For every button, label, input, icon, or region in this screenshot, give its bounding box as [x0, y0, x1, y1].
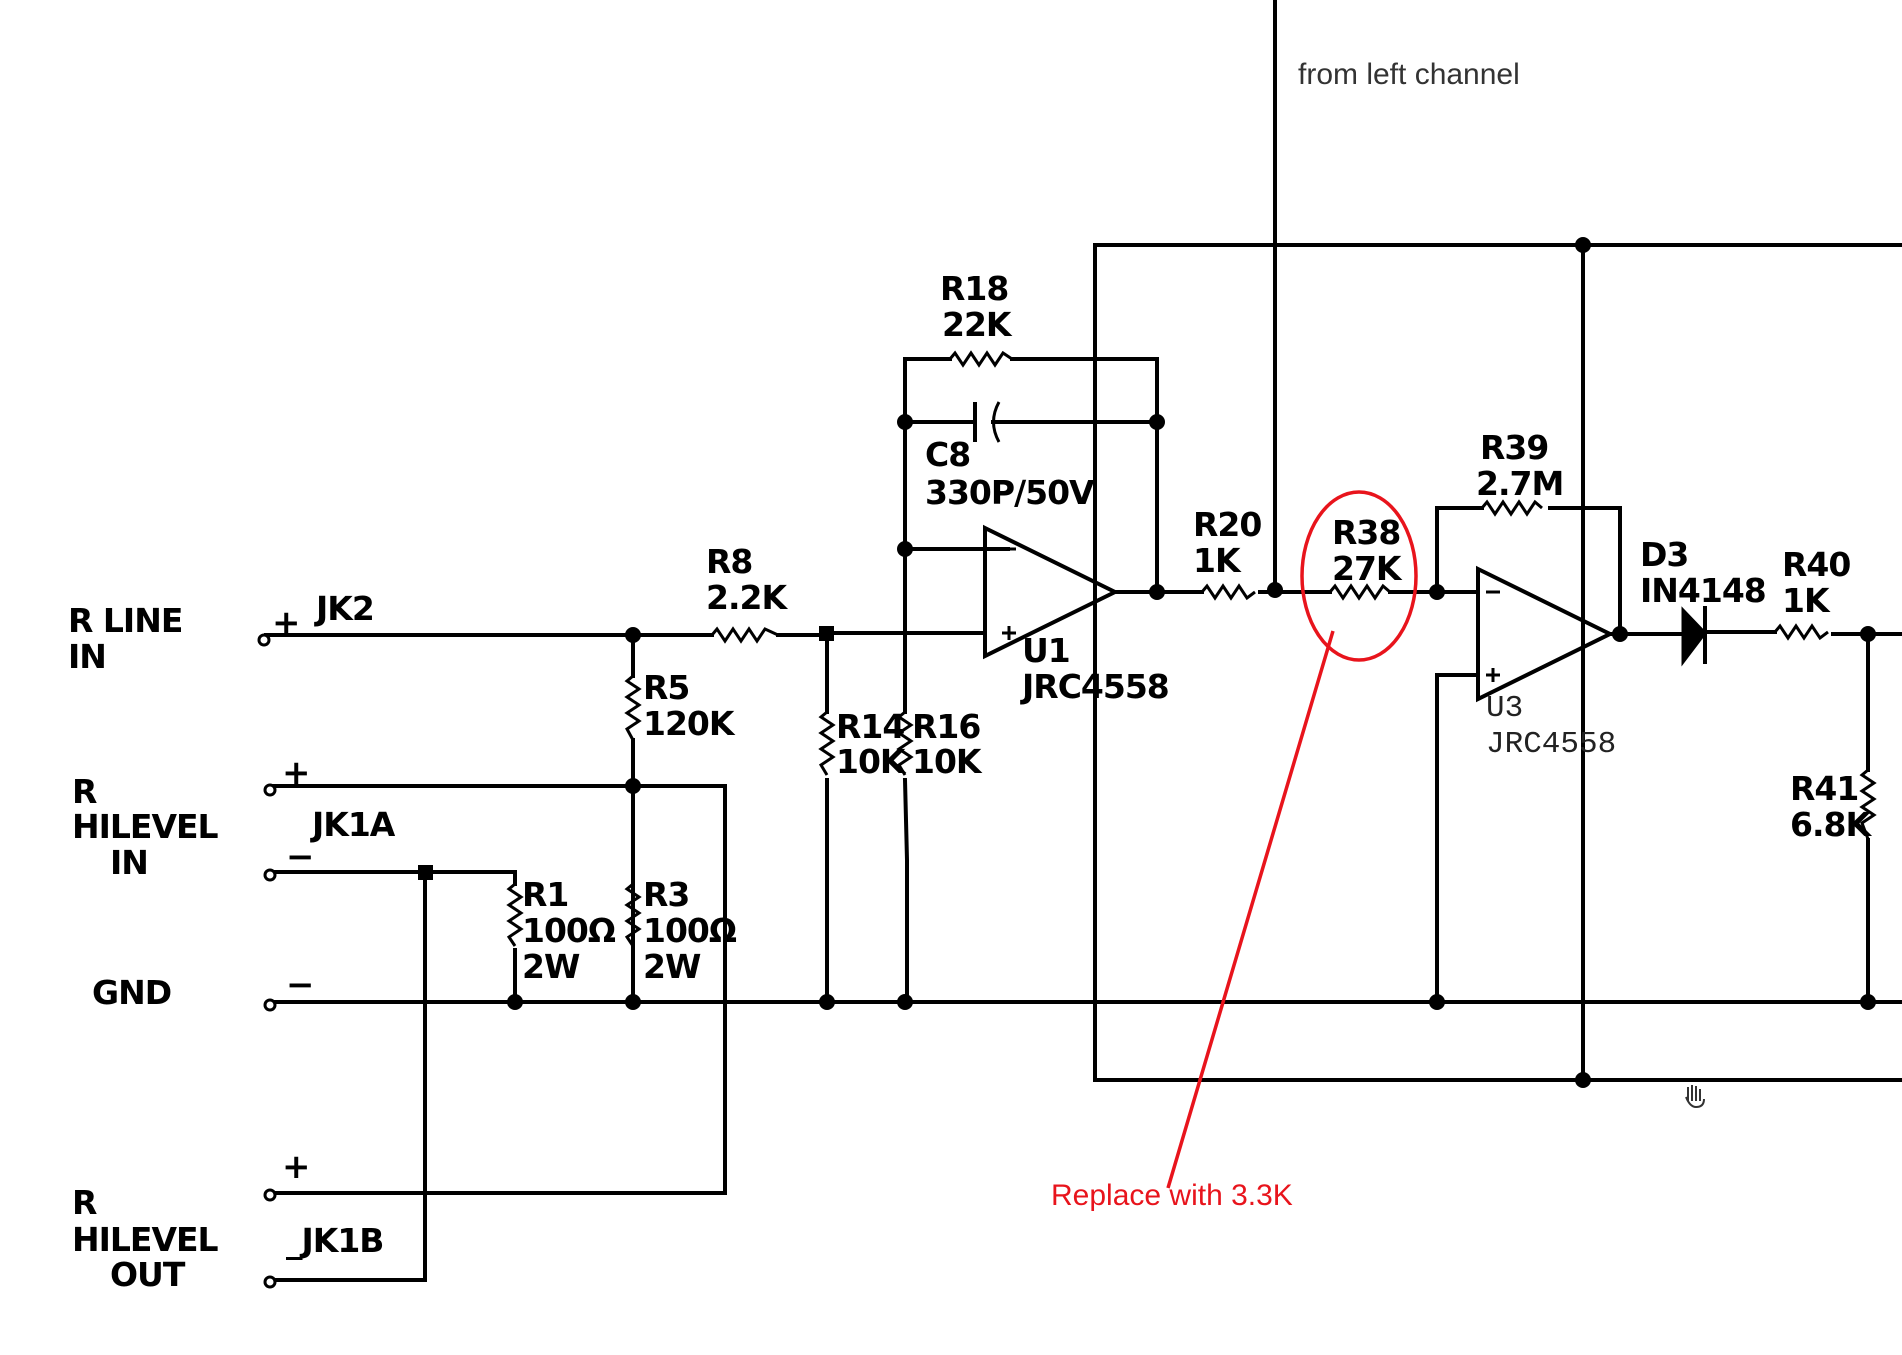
r40-ref: R40 [1782, 545, 1850, 584]
terminal-gnd [263, 998, 277, 1012]
svg-text:−: − [286, 965, 315, 1005]
r41-symbol [1859, 768, 1877, 840]
r38-value: 27K [1332, 549, 1403, 588]
markup-leader-line [1166, 630, 1335, 1189]
wire-out-minus [270, 870, 427, 1282]
label-jk2: JK2 [314, 589, 374, 628]
r20-symbol [1200, 583, 1256, 601]
r1-ref: R1 [522, 875, 568, 914]
r16-ref: R16 [912, 707, 980, 746]
r8-symbol [710, 626, 779, 644]
d3-part: IN4148 [1640, 571, 1766, 610]
markup-r38: Replace with 3.3K [1051, 490, 1418, 1212]
label-r-hilevel-in-2: HILEVEL [72, 807, 219, 846]
d3-ref: D3 [1640, 535, 1688, 574]
r5-symbol [624, 674, 642, 741]
terminal-out-minus [263, 1275, 277, 1289]
wire-frame [1093, 243, 1902, 1082]
label-r-line-in-1: R LINE [68, 601, 182, 640]
label-r-hilevel-out-1: R [72, 1183, 97, 1222]
svg-text:+: + [282, 753, 311, 793]
label-jk1b: _JK1B [286, 1221, 383, 1260]
r16-value: 10K [912, 742, 983, 781]
r38-symbol [1328, 583, 1391, 601]
wire-hilevel-minus [270, 870, 517, 886]
svg-text:−: − [286, 837, 315, 877]
r3-symbol [624, 882, 642, 947]
r1-power: 2W [522, 947, 580, 986]
r39-value: 2.7M [1476, 464, 1563, 503]
r18-symbol [948, 350, 1013, 368]
r39-symbol [1480, 499, 1543, 517]
polarity-marks: + + − − + [272, 603, 315, 1187]
label-gnd: GND [92, 973, 171, 1012]
terminals [257, 633, 277, 1289]
r38-highlight-circle [1300, 490, 1418, 662]
u1-part: JRC4558 [1020, 667, 1169, 706]
c8-symbol [973, 401, 1001, 443]
wire-u3-noninv [1435, 673, 1480, 1004]
label-r-hilevel-in-1: R [72, 772, 97, 811]
wires [264, 0, 1902, 1282]
label-jk1a: JK1A [310, 805, 396, 844]
r3-power: 2W [643, 947, 701, 986]
r8-ref: R8 [706, 542, 752, 581]
note-replace: Replace with 3.3K [1051, 1179, 1293, 1212]
r3-value: 100Ω [643, 911, 737, 950]
r41-value: 6.8K [1790, 805, 1872, 844]
r18-ref: R18 [940, 269, 1008, 308]
wire-hilevel-plus [270, 784, 727, 1195]
r5-ref: R5 [643, 668, 689, 707]
label-r-hilevel-in-3: IN [110, 843, 148, 882]
r16-symbol [896, 710, 914, 776]
r14-symbol [818, 710, 836, 776]
u1-symbol [983, 524, 1120, 660]
u3-ref: U3 [1486, 691, 1523, 726]
component-labels: R18 22K C8 330P/50V R8 2.2K R5 120K R14 … [522, 269, 1873, 986]
terminal-line-in [257, 633, 271, 647]
terminal-out-plus [263, 1188, 277, 1202]
r14-value: 10K [836, 742, 907, 781]
r3-ref: R3 [643, 875, 689, 914]
wire-r16 [902, 420, 909, 1004]
hand-cursor-icon [1685, 1085, 1705, 1109]
r1-symbol [506, 882, 524, 947]
input-labels: R LINE IN R HILEVEL IN GND R HILEVEL OUT… [68, 589, 397, 1294]
u3-symbol [1476, 565, 1615, 703]
wire-u3-out [1608, 630, 1902, 636]
c8-ref: C8 [925, 435, 970, 474]
note-from-left-channel: from left channel [1298, 58, 1520, 91]
label-r-line-in-2: IN [68, 637, 106, 676]
label-r-hilevel-out-2: HILEVEL [72, 1220, 219, 1259]
svg-text:+: + [272, 603, 301, 643]
r39-ref: R39 [1480, 428, 1548, 467]
wire-r39 [1435, 506, 1622, 636]
resistor-symbols [506, 350, 1877, 947]
terminal-hilevel-in-minus [263, 868, 277, 882]
r1-value: 100Ω [522, 911, 616, 950]
wire-r8-to-u1 [776, 631, 987, 637]
r41-ref: R41 [1790, 769, 1858, 808]
c8-value: 330P/50V [925, 473, 1095, 512]
u3-part: JRC4558 [1486, 727, 1616, 762]
r40-value: 1K [1782, 581, 1831, 620]
r20-value: 1K [1193, 541, 1242, 580]
u1-ref: U1 [1022, 631, 1070, 670]
label-r-hilevel-out-3: OUT [110, 1255, 186, 1294]
r8-value: 2.2K [706, 578, 788, 617]
r40-symbol [1773, 623, 1829, 641]
r14-ref: R14 [836, 707, 904, 746]
r20-ref: R20 [1193, 505, 1261, 544]
terminal-hilevel-in-plus [263, 783, 277, 797]
d3-symbol [1681, 606, 1707, 667]
r38-ref: R38 [1332, 513, 1400, 552]
junction-dots [418, 237, 1876, 1088]
svg-text:+: + [282, 1147, 311, 1187]
r18-value: 22K [942, 305, 1013, 344]
wire-r18 [903, 357, 1159, 594]
r5-value: 120K [643, 704, 736, 743]
